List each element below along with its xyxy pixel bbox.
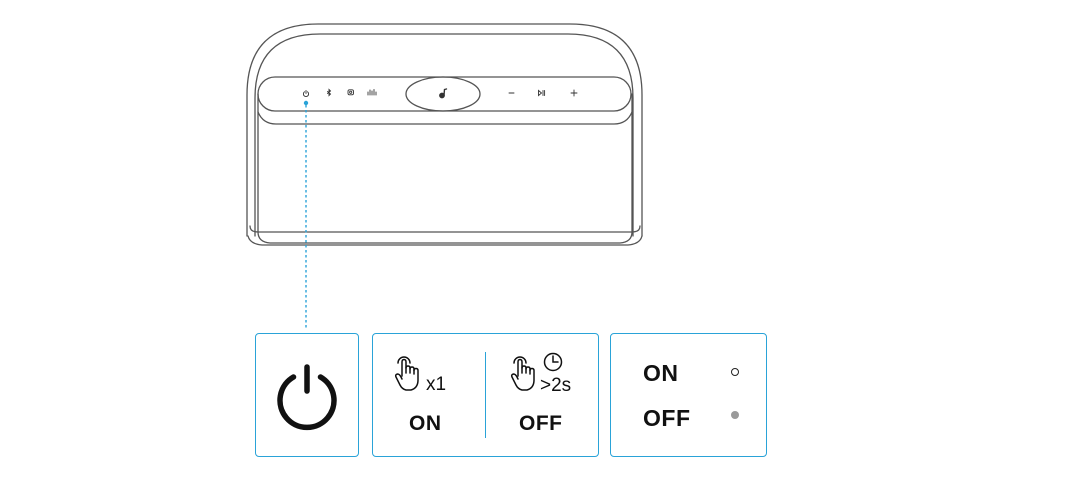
on-result-label: ON: [409, 412, 442, 435]
speaker-body: [257, 93, 633, 244]
indicator-off-label: OFF: [643, 405, 691, 431]
soundcore-logo: [439, 88, 448, 99]
eq-icon: [367, 89, 377, 96]
press-hand-icon: [394, 356, 419, 391]
partyplus-icon: [347, 89, 354, 96]
power-icon: [302, 89, 310, 98]
power-icon: [276, 363, 337, 430]
gesture-separator: [485, 352, 486, 438]
indicator-panel: ON OFF: [610, 333, 767, 457]
plus-icon: [570, 89, 578, 97]
callout-dot: [303, 100, 309, 106]
off-result-label: OFF: [519, 412, 563, 435]
clock-icon: [543, 352, 563, 372]
gesture-panel: x1 ON >2s OFF: [372, 333, 599, 457]
hold-duration: >2s: [540, 375, 572, 396]
press-hand-icon: [510, 356, 535, 391]
bluetooth-icon: [327, 88, 332, 97]
speaker-handle: [246, 23, 643, 237]
play-pause-icon: [538, 89, 546, 97]
press-count: x1: [426, 374, 447, 395]
indicator-light-unlit: [731, 368, 739, 376]
indicator-on-label: ON: [643, 360, 679, 386]
indicator-light-grey: [731, 411, 739, 419]
soundcore-button: [405, 76, 481, 112]
speaker-illustration: [246, 23, 643, 330]
power-button-panel: [255, 333, 359, 457]
